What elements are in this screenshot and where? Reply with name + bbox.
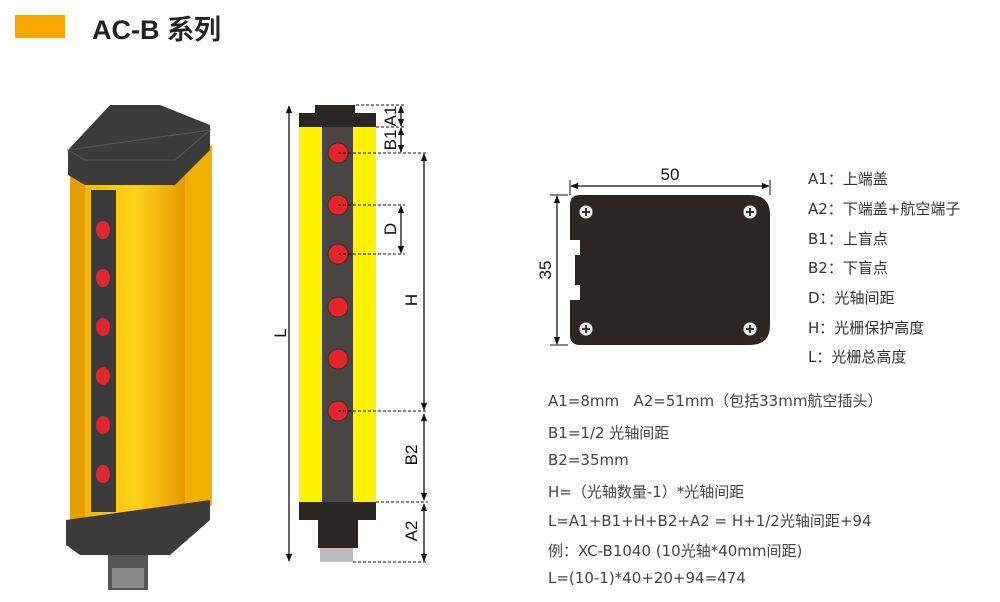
legend-item: A1：上端盖 [808,170,888,188]
label-H: H [402,294,421,306]
legend-item: D：光轴间距 [808,289,895,307]
legend-item: B2：下盲点 [808,259,888,277]
formula-line: H=（光轴数量-1）*光轴间距 [548,483,745,501]
formula-line: L=A1+B1+H+B2+A2 = H+1/2光轴间距+94 [548,512,872,530]
label-A1: A1 [381,106,400,127]
width-label: 50 [661,165,680,184]
legend-item: L：光栅总高度 [808,348,907,366]
formula-line: B1=1/2 光轴间距 [548,424,670,442]
legend-item: B1：上盲点 [808,230,888,248]
formula-line: L=(10-1)*40+20+94=474 [548,569,746,587]
page-title: AC-B 系列 [92,15,221,45]
title-accent-bar [15,15,65,38]
label-A2: A2 [402,521,421,542]
label-D: D [381,223,400,235]
front-view-drawing: L A1 B1 D H B2 A2 [271,104,428,563]
product-3d-render [66,105,212,590]
legend-item: H：光栅保护高度 [808,319,925,337]
label-B1: B1 [381,130,400,151]
formula-line: B2=35mm [548,451,629,469]
formula-line: 例：XC-B1040 (10光轴*40mm间距) [548,542,803,560]
beam-leds [96,221,110,483]
legend-item: A2：下端盖+航空端子 [808,200,961,218]
formula-line: A1=8mm A2=51mm（包括33mm航空插头） [548,392,883,410]
label-B2: B2 [402,445,421,466]
label-L: L [271,328,290,337]
height-label: 35 [536,261,555,280]
cross-section-drawing: 50 35 [536,165,771,346]
